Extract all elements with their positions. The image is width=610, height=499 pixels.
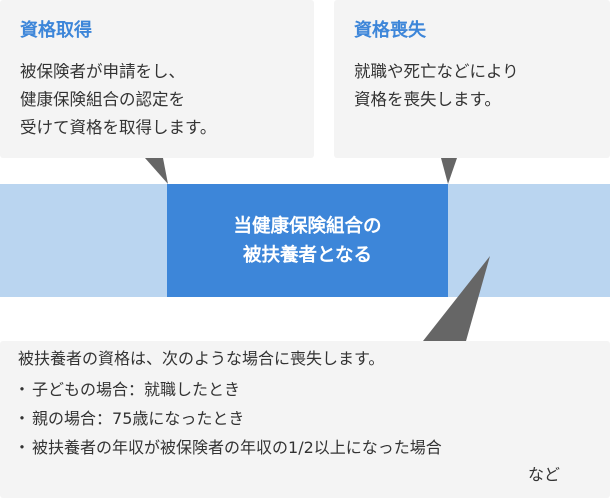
acquisition-text: 被保険者が申請をし、健康保険組合の認定を受けて資格を取得します。 (20, 58, 216, 142)
conditions-etc: など (528, 465, 561, 484)
acquisition-pointer (145, 158, 168, 184)
conditions-box: 被扶養者の資格は、次のような場合に喪失します。 子どもの場合：就職したとき 親の… (0, 341, 610, 498)
text-line: 健康保険組合の認定を (20, 90, 185, 109)
center-line: 被扶養者となる (243, 244, 372, 266)
list-item: 子どもの場合：就職したとき (14, 375, 442, 404)
loss-pointer (441, 158, 457, 184)
dependent-status-box: 当健康保険組合の 被扶養者となる (167, 184, 448, 297)
acquisition-title: 資格取得 (20, 20, 92, 41)
loss-box: 資格喪失 就職や死亡などにより資格を喪失します。 (334, 0, 610, 158)
loss-text: 就職や死亡などにより資格を喪失します。 (354, 58, 519, 114)
conditions-pointer (423, 256, 490, 341)
acquisition-box: 資格取得 被保険者が申請をし、健康保険組合の認定を受けて資格を取得します。 (0, 0, 314, 158)
text-line: 受けて資格を取得します。 (20, 118, 217, 137)
loss-title: 資格喪失 (354, 20, 426, 41)
center-line: 当健康保険組合の (233, 215, 382, 237)
text-line: 就職や死亡などにより (354, 62, 519, 81)
conditions-list: 子どもの場合：就職したとき 親の場合：75歳になったとき 被扶養者の年収が被保険… (14, 375, 442, 462)
text-line: 資格を喪失します。 (354, 90, 501, 109)
list-item: 被扶養者の年収が被保険者の年収の1/2以上になった場合 (14, 433, 442, 462)
text-line: 被保険者が申請をし、 (20, 62, 185, 81)
list-item: 親の場合：75歳になったとき (14, 404, 442, 433)
conditions-lead: 被扶養者の資格は、次のような場合に喪失します。 (18, 349, 385, 368)
